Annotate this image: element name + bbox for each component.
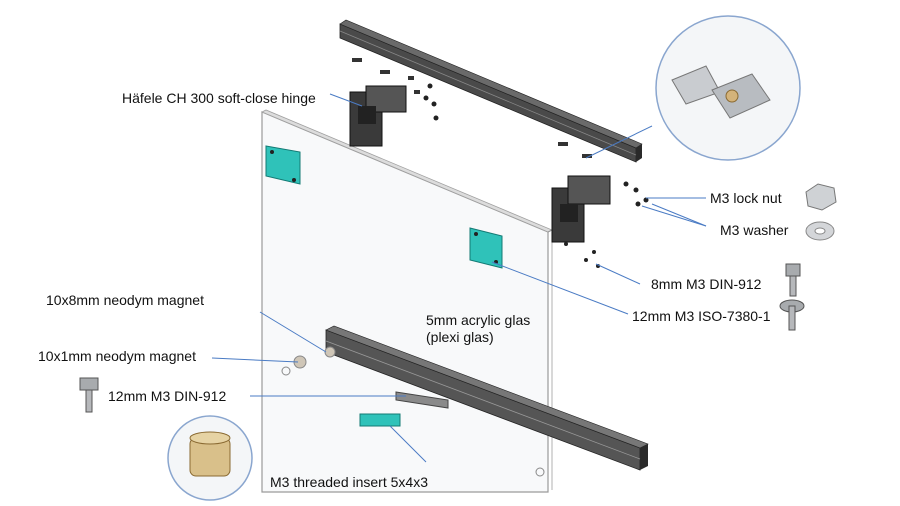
lock-nut-icon [805,183,837,211]
threaded-insert-detail-callout [167,415,253,501]
label-magnet-10x8: 10x8mm neodym magnet [46,292,204,308]
label-hinge: Häfele CH 300 soft-close hinge [122,90,316,106]
hinge-bottom [551,175,611,243]
bottom-aluminium-rail [325,325,649,471]
washer-icon [805,221,835,241]
label-washer: M3 washer [720,222,789,238]
magnet-bracket-right [469,227,503,269]
screw-12mm-din-icon [79,377,99,413]
hinge-top [349,85,407,147]
label-screw-12mm-din: 12mm M3 DIN-912 [108,388,227,404]
insert-bracket [359,413,401,427]
spacer-rod [395,391,449,409]
screw-8mm-icon [785,263,801,297]
t-nut-detail-callout [655,15,801,161]
label-screw-12mm-iso: 12mm M3 ISO-7380-1 [632,308,771,324]
screw-12mm-iso-icon [779,299,805,331]
leader-lines [211,93,707,463]
label-acrylic: 5mm acrylic glas (plexi glas) [426,312,531,345]
magnet-bracket-left [265,145,301,185]
label-threaded-insert: M3 threaded insert 5x4x3 [270,474,428,490]
label-magnet-10x1: 10x1mm neodym magnet [38,348,196,364]
label-screw-8mm: 8mm M3 DIN-912 [651,276,762,292]
top-aluminium-rail [339,19,643,163]
label-lock-nut: M3 lock nut [710,190,782,206]
